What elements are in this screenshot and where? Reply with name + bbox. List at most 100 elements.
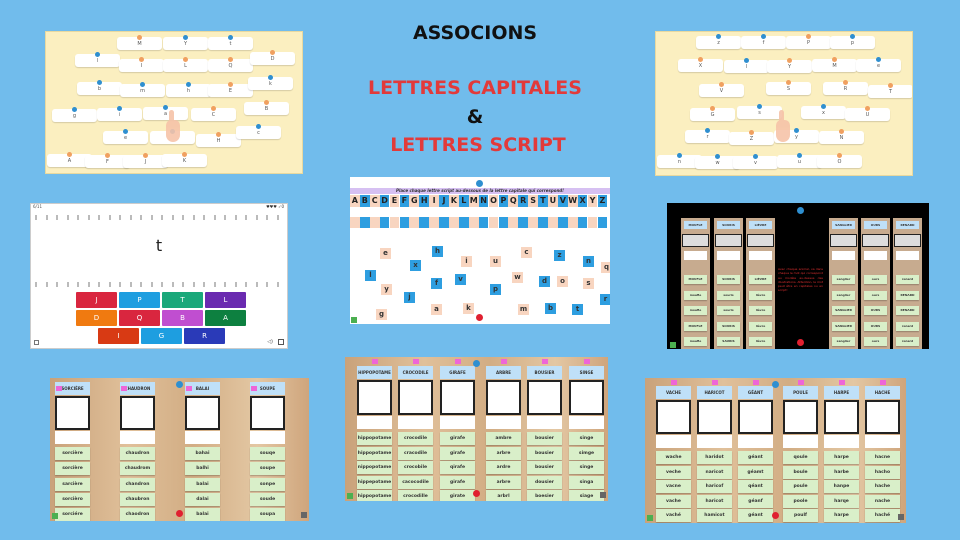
connector-dot[interactable]: [183, 35, 188, 40]
home-icon[interactable]: [351, 317, 357, 323]
word-card[interactable]: géant: [738, 509, 773, 522]
word-card[interactable]: harqe: [824, 494, 859, 508]
letter-tile[interactable]: A: [47, 152, 92, 167]
letter-tile[interactable]: x: [801, 104, 846, 119]
word-card[interactable]: dousier: [527, 475, 562, 489]
connector-dot[interactable]: [705, 128, 710, 133]
word-card[interactable]: chaodron: [120, 508, 155, 521]
connector-dot[interactable]: [264, 100, 269, 105]
letter-tile[interactable]: l: [75, 52, 120, 67]
drop-slot[interactable]: [409, 217, 420, 228]
connector-dot[interactable]: [186, 82, 191, 87]
drop-box[interactable]: [569, 416, 604, 429]
home-icon[interactable]: [347, 493, 353, 499]
connector-dot[interactable]: [797, 153, 802, 158]
word-card[interactable]: singa: [569, 475, 604, 489]
word-card[interactable]: haricot: [697, 494, 732, 508]
letter-tile[interactable]: B: [244, 100, 289, 115]
connector-dot[interactable]: [256, 124, 261, 129]
letter-tile[interactable]: X: [678, 57, 723, 72]
word-card[interactable]: veche: [656, 465, 691, 479]
letter-tile[interactable]: R: [823, 80, 868, 95]
connector-dot[interactable]: [143, 153, 148, 158]
letter-tile[interactable]: m: [120, 82, 165, 97]
word-card[interactable]: qéant: [738, 480, 773, 493]
drop-box[interactable]: [717, 251, 740, 260]
connector-dot[interactable]: [786, 80, 791, 85]
drop-box[interactable]: [824, 435, 859, 448]
connector-dot[interactable]: [837, 153, 842, 158]
word-card[interactable]: harpe: [824, 451, 859, 464]
drop-box[interactable]: [865, 435, 900, 448]
help-button[interactable]: [797, 207, 804, 214]
connector-dot[interactable]: [719, 82, 724, 87]
drop-box[interactable]: [749, 251, 772, 260]
word-card[interactable]: cacocodile: [398, 475, 433, 489]
letter-tile[interactable]: E: [208, 82, 253, 97]
word-card[interactable]: qoule: [783, 451, 818, 464]
connector-dot[interactable]: [97, 80, 102, 85]
word-card[interactable]: crocobile: [398, 461, 433, 474]
letter-key-Q[interactable]: Q: [119, 310, 160, 326]
word-card[interactable]: dalai: [185, 492, 220, 506]
word-card[interactable]: girafe: [440, 475, 475, 489]
word-card[interactable]: moufle: [684, 290, 707, 300]
script-letter-tile[interactable]: l: [365, 270, 376, 281]
word-card[interactable]: haché: [865, 509, 900, 522]
letter-tile[interactable]: n: [657, 153, 702, 168]
letter-key-R[interactable]: R: [184, 328, 225, 344]
letter-tile[interactable]: z: [696, 34, 741, 49]
word-card[interactable]: naricot: [697, 465, 732, 479]
drop-slot[interactable]: [429, 217, 439, 228]
word-card[interactable]: ours: [864, 337, 887, 346]
settings-icon[interactable]: [600, 492, 606, 498]
connector-dot[interactable]: [794, 128, 799, 133]
word-card[interactable]: moufle: [684, 306, 707, 315]
word-card[interactable]: balai: [185, 477, 220, 491]
connector-dot[interactable]: [139, 57, 144, 62]
drop-box[interactable]: [684, 251, 707, 260]
letter-tile[interactable]: b: [77, 80, 122, 95]
letter-tile[interactable]: H: [196, 132, 241, 147]
letter-tile[interactable]: s: [737, 104, 782, 119]
drop-box[interactable]: [398, 416, 433, 429]
drop-box[interactable]: [185, 431, 220, 444]
connector-dot[interactable]: [821, 104, 826, 109]
drop-box[interactable]: [486, 416, 521, 429]
letter-tile[interactable]: k: [248, 75, 293, 90]
word-card[interactable]: arbrl: [486, 490, 521, 501]
word-card[interactable]: soupe: [250, 462, 285, 476]
connector-dot[interactable]: [67, 152, 72, 157]
drop-slot[interactable]: [557, 217, 568, 228]
word-card[interactable]: ours: [864, 275, 887, 284]
reset-button[interactable]: [771, 512, 779, 519]
word-card[interactable]: haridot: [697, 451, 732, 464]
word-card[interactable]: hamicot: [697, 509, 732, 522]
script-letter-tile[interactable]: o: [557, 276, 568, 287]
drop-slot[interactable]: [597, 217, 608, 228]
word-card[interactable]: bousier: [527, 446, 562, 460]
script-letter-tile[interactable]: p: [490, 284, 501, 295]
letter-tile[interactable]: L: [163, 57, 208, 72]
word-card[interactable]: harbe: [824, 465, 859, 479]
word-card[interactable]: qirafe: [440, 461, 475, 474]
connector-dot[interactable]: [183, 57, 188, 62]
letter-tile[interactable]: G: [690, 106, 735, 121]
letter-tile[interactable]: f: [741, 34, 786, 49]
connector-dot[interactable]: [163, 105, 168, 110]
drop-box[interactable]: [832, 251, 855, 260]
drop-box[interactable]: [738, 435, 773, 448]
help-button[interactable]: [472, 360, 480, 367]
connector-dot[interactable]: [839, 129, 844, 134]
script-letter-tile[interactable]: q: [601, 262, 610, 273]
connector-dot[interactable]: [865, 106, 870, 111]
letter-tile[interactable]: t: [208, 35, 253, 50]
word-card[interactable]: hacne: [865, 451, 900, 464]
word-card[interactable]: poole: [783, 494, 818, 508]
script-letter-tile[interactable]: a: [431, 304, 442, 315]
drop-slot[interactable]: [449, 217, 459, 228]
help-button[interactable]: [771, 381, 779, 388]
drop-slot[interactable]: [538, 217, 548, 228]
letter-tile[interactable]: h: [166, 82, 211, 97]
script-letter-tile[interactable]: k: [463, 303, 474, 314]
